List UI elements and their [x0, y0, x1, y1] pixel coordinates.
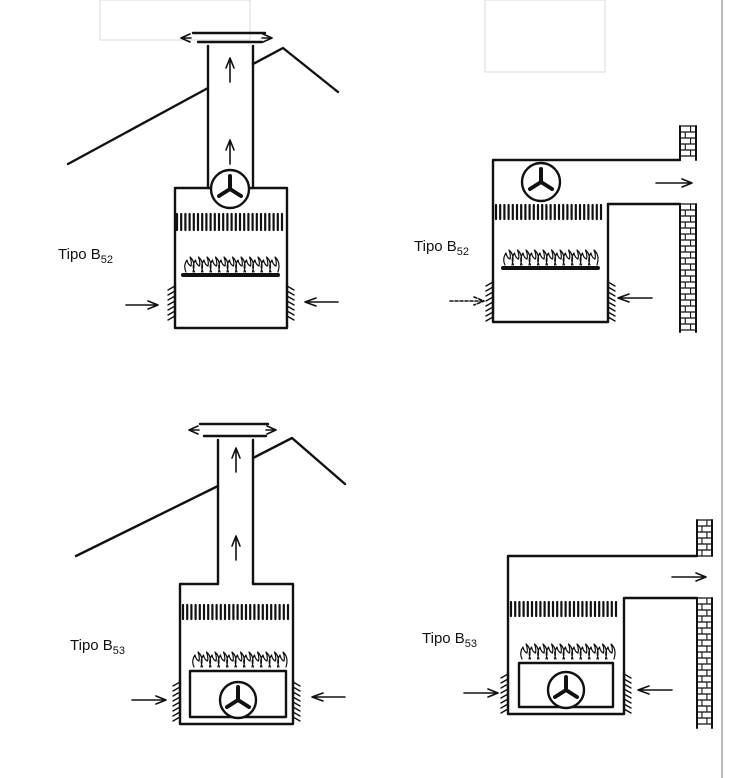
roof-line [66, 86, 210, 166]
airflow-arrow-icon [225, 57, 235, 83]
air-intake-louver [172, 678, 182, 722]
roof-line [251, 46, 340, 94]
label-text: Tipo B [414, 238, 457, 255]
label-subscript: 53 [464, 638, 478, 650]
airflow-arrow-icon [231, 447, 241, 473]
diagram-b53-roof [74, 422, 347, 726]
brick-wall [696, 519, 713, 557]
heat-exchanger-grille [175, 212, 284, 232]
label-subscript: 52 [456, 246, 470, 258]
air-intake-louver [622, 670, 632, 714]
label-subscript: 53 [112, 645, 126, 657]
airflow-arrow-icon [131, 695, 167, 705]
diagram-b53-wall [463, 519, 713, 729]
appliance-body [173, 186, 289, 330]
label-text: Tipo B [58, 246, 101, 263]
air-intake-louver [167, 282, 177, 321]
background-bleed [99, 0, 723, 778]
flame-burner-icon [192, 651, 288, 668]
label-text: Tipo B [70, 637, 113, 654]
diagram-label-b52-roof: Tipo B52 [58, 246, 113, 266]
airflow-arrow-icon [617, 293, 653, 303]
diagram-b52-roof [66, 31, 340, 330]
airflow-arrow-icon [655, 178, 693, 188]
fan-icon [546, 670, 586, 710]
air-intake-louver [606, 278, 616, 322]
airflow-arrow-icon [304, 297, 339, 307]
airflow-arrow-icon [180, 33, 273, 43]
air-intake-louver [485, 278, 495, 322]
brick-wall [679, 203, 697, 333]
airflow-arrow-icon [449, 296, 485, 306]
heat-exchanger-grille [181, 603, 290, 621]
flame-burner-icon [184, 256, 280, 273]
airflow-arrow-icon [637, 685, 673, 695]
airflow-arrow-icon [463, 688, 499, 698]
flame-burner-icon [503, 249, 599, 266]
appliance-body [178, 582, 295, 726]
heat-exchanger-grille [509, 600, 618, 618]
flame-burner-icon [520, 643, 616, 660]
airflow-arrow-icon [311, 692, 346, 702]
roof-line [251, 436, 347, 486]
airflow-arrow-icon [225, 139, 235, 165]
label-subscript: 52 [100, 254, 114, 266]
diagram-label-b52-wall: Tipo B52 [414, 238, 469, 258]
fan-icon [520, 161, 562, 203]
airflow-arrow-icon [125, 300, 159, 310]
fan-icon [209, 168, 251, 210]
fan-icon [218, 680, 258, 720]
brick-wall [696, 597, 713, 729]
diagram-b52-wall [449, 125, 697, 333]
label-text: Tipo B [422, 630, 465, 647]
air-intake-louver [500, 670, 510, 714]
airflow-arrow-icon [188, 425, 277, 435]
airflow-arrow-icon [231, 535, 241, 561]
roof-line [74, 484, 220, 558]
appliance-body [491, 158, 682, 324]
appliance-body [506, 554, 699, 716]
diagram-label-b53-wall: Tipo B53 [422, 630, 477, 650]
air-intake-louver [285, 282, 295, 321]
air-intake-louver [291, 678, 301, 722]
diagram-label-b53-roof: Tipo B53 [70, 637, 125, 657]
airflow-arrow-icon [671, 572, 707, 582]
heat-exchanger-grille [494, 203, 603, 221]
brick-wall [679, 125, 697, 161]
